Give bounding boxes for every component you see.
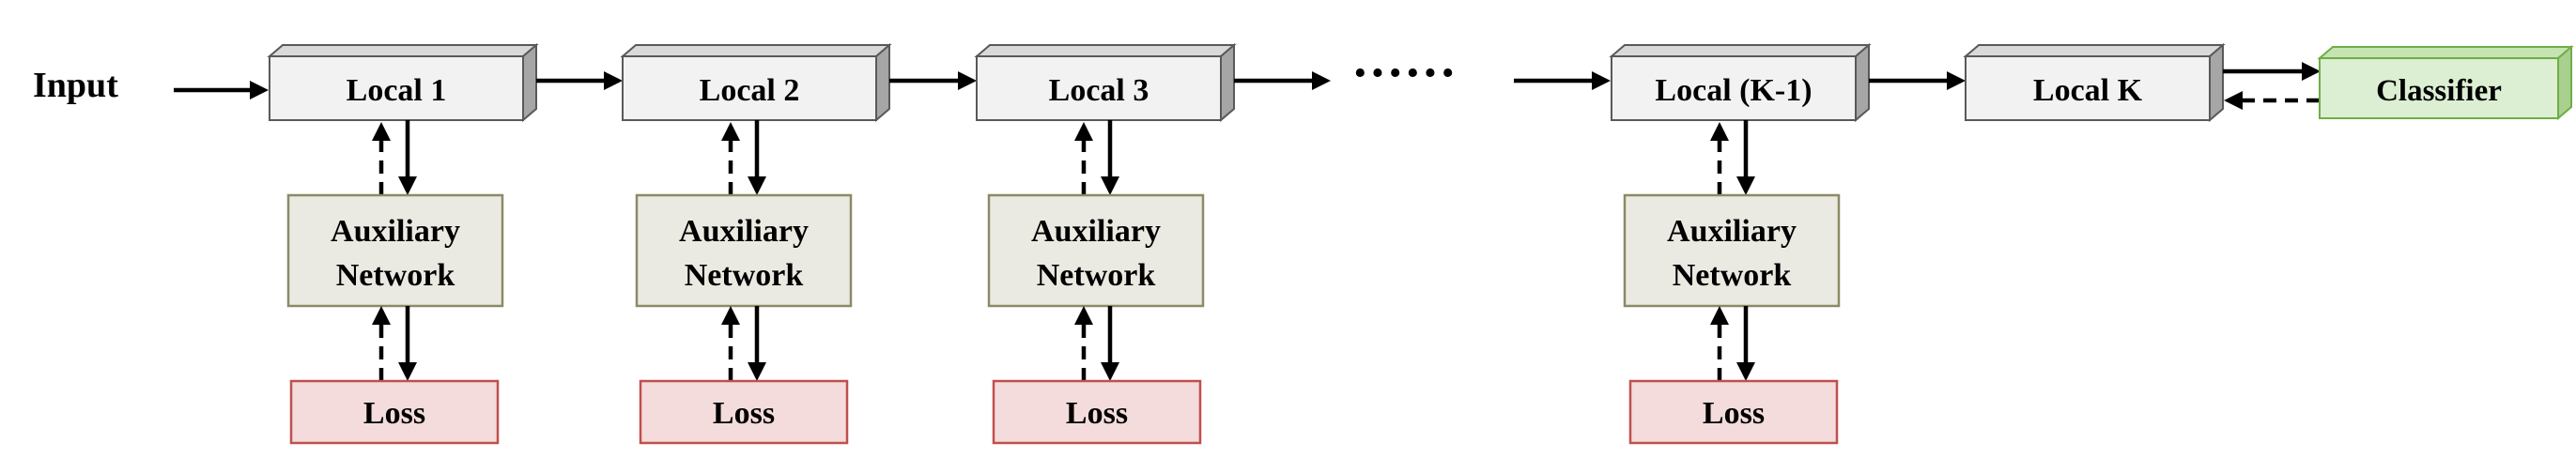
input-arrow-head bbox=[250, 81, 269, 99]
classifier-label: Classifier bbox=[2376, 74, 2502, 108]
local-block-k-1: Local (K-1) bbox=[1609, 42, 1872, 123]
aux-column-k-1: Auxiliary Network Loss bbox=[1623, 120, 1841, 445]
aux-network-k-1-label-line2: Network bbox=[1673, 258, 1792, 293]
loss-1-label: Loss bbox=[363, 396, 425, 431]
input-label: Input bbox=[33, 66, 118, 105]
aux-1-to-loss-1-arrow-head bbox=[398, 362, 417, 381]
ellipsis: ······ bbox=[1351, 44, 1457, 102]
classifier-block-front bbox=[2319, 57, 2559, 119]
local-block-k-side bbox=[2209, 42, 2224, 123]
aux-k-1-to-loss-k-1-arrow-head bbox=[1736, 362, 1755, 381]
aux-2-to-local-2-gradient-arrow-head bbox=[721, 122, 740, 141]
local-block-3-top bbox=[974, 44, 1237, 57]
local-block-3-side bbox=[1220, 42, 1235, 123]
aux-3-to-local-3-gradient-arrow-head bbox=[1074, 122, 1093, 141]
local-1-to-aux-1-arrow-head bbox=[398, 176, 417, 195]
aux-network-k-1-box bbox=[1623, 193, 1841, 308]
local-3-to-aux-3-arrow-head bbox=[1101, 176, 1119, 195]
local-block-3-front bbox=[976, 55, 1222, 121]
local-block-k-1-front bbox=[1611, 55, 1857, 121]
local-block-1-side bbox=[522, 42, 537, 123]
aux-column-2: Auxiliary Network Loss bbox=[635, 120, 853, 445]
local-block-k-1-label: Local (K-1) bbox=[1655, 73, 1812, 108]
classifier-block-top bbox=[2317, 46, 2574, 59]
aux-k-1-to-local-k-1-gradient-arrow-head bbox=[1710, 122, 1729, 141]
local-block-2-side bbox=[875, 42, 890, 123]
loss-2-label: Loss bbox=[713, 396, 775, 431]
loss-1-to-aux-1-gradient-arrow-head bbox=[372, 306, 391, 325]
aux-network-2-box bbox=[635, 193, 853, 308]
aux-network-3-label-line2: Network bbox=[1037, 258, 1156, 293]
aux-network-k-1-label-line1: Auxiliary bbox=[1667, 214, 1797, 249]
local-block-k-label: Local K bbox=[2033, 73, 2143, 108]
aux-network-1-box bbox=[286, 193, 504, 308]
local-block-k: Local K bbox=[1963, 42, 2226, 123]
classifier-to-local-k-gradient-arrow-head bbox=[2224, 91, 2243, 110]
local-block-2-label: Local 2 bbox=[700, 73, 800, 108]
loss-3-box bbox=[992, 379, 1202, 445]
local-block-3: Local 3 bbox=[974, 42, 1237, 123]
local-3-to-ellipsis-arrow-head bbox=[1312, 71, 1331, 90]
local-k-1-to-k-arrow-head bbox=[1947, 71, 1966, 90]
aux-1-to-local-1-gradient-arrow-head bbox=[372, 122, 391, 141]
local-block-k-top bbox=[1963, 44, 2226, 57]
loss-2-box bbox=[639, 379, 849, 445]
local-block-1-label: Local 1 bbox=[347, 73, 447, 108]
aux-network-1-label-line2: Network bbox=[336, 258, 455, 293]
local-block-1-front bbox=[269, 55, 524, 121]
local-block-2-front bbox=[622, 55, 877, 121]
classifier-block-side bbox=[2557, 44, 2572, 121]
aux-column-3: Auxiliary Network Loss bbox=[987, 120, 1205, 445]
local-k-1-to-aux-k-1-arrow-head bbox=[1736, 176, 1755, 195]
classifier-block: Classifier bbox=[2317, 44, 2574, 121]
aux-3-to-loss-3-arrow-head bbox=[1101, 362, 1119, 381]
local-block-k-1-side bbox=[1855, 42, 1870, 123]
aux-2-to-loss-2-arrow-head bbox=[748, 362, 766, 381]
local-block-k-1-top bbox=[1609, 44, 1872, 57]
local-2-to-3-arrow-head bbox=[958, 71, 977, 90]
local-block-k-front bbox=[1965, 55, 2211, 121]
local-block-1: Local 1 bbox=[267, 42, 539, 123]
loss-k-1-box bbox=[1628, 379, 1839, 445]
loss-k-1-label: Loss bbox=[1703, 396, 1765, 431]
loss-3-to-aux-3-gradient-arrow-head bbox=[1074, 306, 1093, 325]
aux-network-2-label-line1: Auxiliary bbox=[679, 214, 809, 249]
aux-network-1-label-line1: Auxiliary bbox=[331, 214, 460, 249]
local-block-3-label: Local 3 bbox=[1049, 73, 1149, 108]
aux-column-1: Auxiliary Network Loss bbox=[286, 120, 504, 445]
local-block-1-top bbox=[267, 44, 539, 57]
local-2-to-aux-2-arrow-head bbox=[748, 176, 766, 195]
local-1-to-2-arrow-head bbox=[604, 71, 623, 90]
aux-network-3-box bbox=[987, 193, 1205, 308]
loss-k-1-to-aux-k-1-gradient-arrow-head bbox=[1710, 306, 1729, 325]
aux-network-2-label-line2: Network bbox=[685, 258, 804, 293]
loss-3-label: Loss bbox=[1066, 396, 1128, 431]
local-block-2-top bbox=[620, 44, 892, 57]
ellipsis-to-local-k-1-arrow-head bbox=[1592, 71, 1611, 90]
loss-1-box bbox=[289, 379, 500, 445]
aux-network-3-label-line1: Auxiliary bbox=[1031, 214, 1161, 249]
local-k-to-classifier-arrow-head bbox=[2302, 62, 2321, 81]
loss-2-to-aux-2-gradient-arrow-head bbox=[721, 306, 740, 325]
local-block-2: Local 2 bbox=[620, 42, 892, 123]
